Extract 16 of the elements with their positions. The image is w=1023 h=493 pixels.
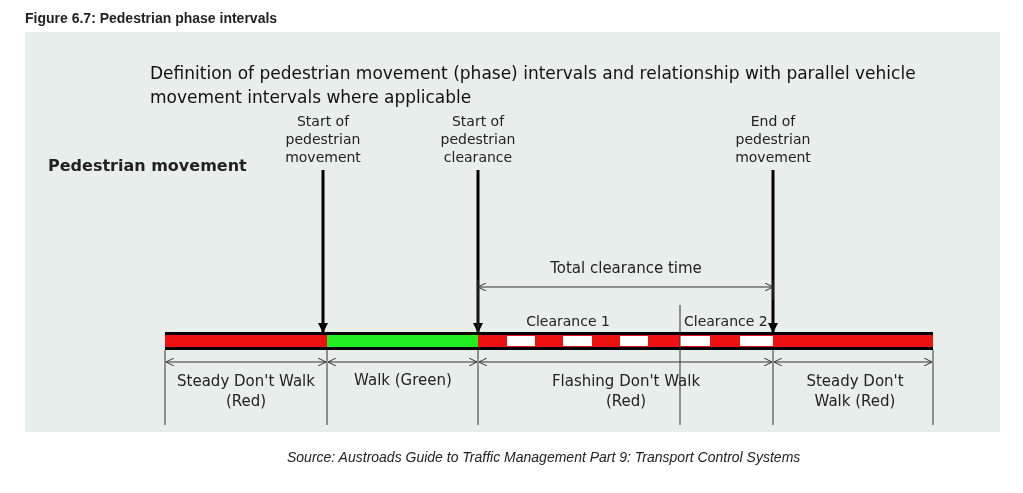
arrow (318, 170, 328, 333)
subtitle: Definition of pedestrian movement (phase) intervals and relationship with parallel vehicle movement intervals where applicable (150, 62, 917, 109)
event-label: Start of pedestrian clearance (423, 112, 533, 166)
interval-label: Steady Don't Walk (Red) (805, 371, 905, 411)
event-label: Start of pedestrian movement (268, 112, 378, 166)
interval-label: Total clearance time (549, 259, 703, 277)
arrow (768, 170, 778, 333)
interval-label: Steady Don't Walk (Red) (176, 371, 316, 411)
arrow (473, 170, 483, 333)
source-caption: Source: Austroads Guide to Traffic Management Part 9: Transport Control Systems (287, 448, 801, 466)
interval-label: Flashing Don't Walk (Red) (550, 371, 702, 411)
row-label: Pedestrian movement (48, 157, 247, 175)
event-label: End of pedestrian movement (718, 112, 828, 166)
interval-label: Walk (Green) (353, 371, 453, 389)
figure-title: Figure 6.7: Pedestrian phase intervals (25, 9, 278, 27)
signal-bar (165, 332, 933, 350)
